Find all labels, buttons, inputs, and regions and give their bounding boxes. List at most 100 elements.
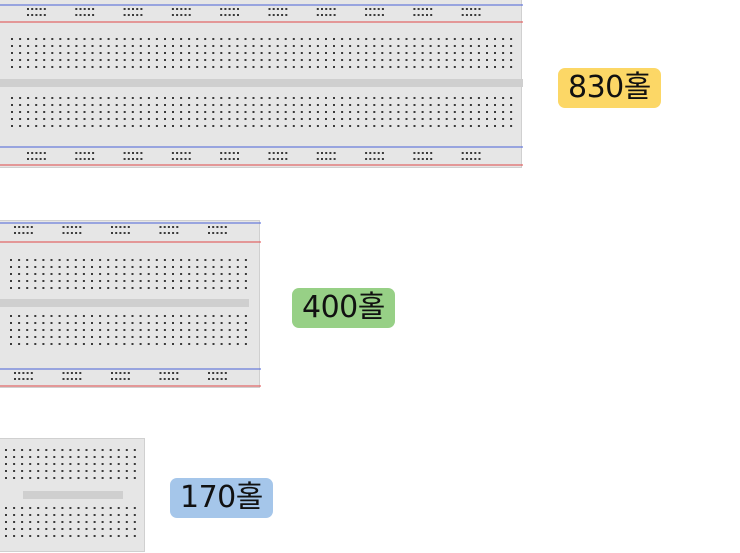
hole [486,38,488,40]
hole [445,97,448,99]
hole [204,266,207,268]
hole [11,52,13,54]
hole [204,38,207,40]
hole [204,273,207,275]
hole [109,514,112,516]
rail-hole [18,378,21,380]
rail-hole [369,152,372,154]
hole [292,59,295,61]
rail-hole [83,14,86,16]
rail-hole [224,152,227,154]
rail-hole [188,8,191,10]
hole [66,336,69,338]
rail-hole [365,8,368,10]
hole [389,97,392,99]
rail-hole [285,8,288,10]
rail-hole [421,14,424,16]
hole [43,97,46,99]
hole [325,59,327,61]
hole [82,343,85,345]
hole [45,456,48,458]
hole [236,104,239,106]
hole [115,273,118,275]
rail-hole [132,152,134,154]
hole [59,111,62,113]
hole [212,66,215,68]
hole [244,97,247,99]
rail-hole [171,158,174,160]
hole [59,125,62,127]
hole [91,97,94,99]
hole [19,104,22,106]
hole [316,118,319,120]
hole [212,125,215,127]
hole [469,111,472,113]
hole [236,52,239,54]
hole [11,118,13,120]
hole [10,273,12,275]
rail-hole [220,372,223,374]
hole [349,66,352,68]
hole [510,118,513,120]
center-channel [23,491,123,499]
rail-hole [478,152,481,154]
hole [99,329,102,331]
hole [82,259,85,261]
rail-hole [127,158,130,160]
rail-hole [377,8,380,10]
hole [300,66,303,68]
hole [437,38,440,40]
hole [117,528,120,530]
hole [37,507,40,509]
hole [107,125,110,127]
hole [42,287,45,289]
hole [365,125,368,127]
hole [45,535,48,537]
hole [445,111,448,113]
breadboard-830-holes [0,4,523,166]
hole [117,470,120,472]
hole [445,125,448,127]
hole [405,118,408,120]
rail-hole [365,14,368,16]
hole [115,322,118,324]
hole [117,521,120,523]
hole [11,59,13,61]
hole [461,66,464,68]
hole [115,111,118,113]
hole [244,104,247,106]
hole [61,456,64,458]
hole [196,104,199,106]
hole [244,59,247,61]
rail-hole [163,232,166,234]
hole [107,59,110,61]
hole [292,111,295,113]
rail-hole [373,152,376,154]
rail-hole [329,8,332,10]
hole [494,45,496,47]
rail-hole [87,152,90,154]
hole [244,322,247,324]
terminal-strip-top [11,38,513,68]
hole [59,52,62,54]
hole [196,336,199,338]
rail-hole [26,372,29,374]
hole [220,66,223,68]
hole [300,52,303,54]
hole [50,259,53,261]
hole [172,111,174,113]
hole [53,449,56,451]
hole [66,329,69,331]
hole [429,118,432,120]
hole [284,38,287,40]
hole [99,259,102,261]
rail-hole [421,158,424,160]
hole [35,97,38,99]
hole [196,125,199,127]
hole [244,118,247,120]
hole [66,266,69,268]
hole [53,507,56,509]
hole [77,463,80,465]
rail-hole [232,8,235,10]
hole [389,125,392,127]
